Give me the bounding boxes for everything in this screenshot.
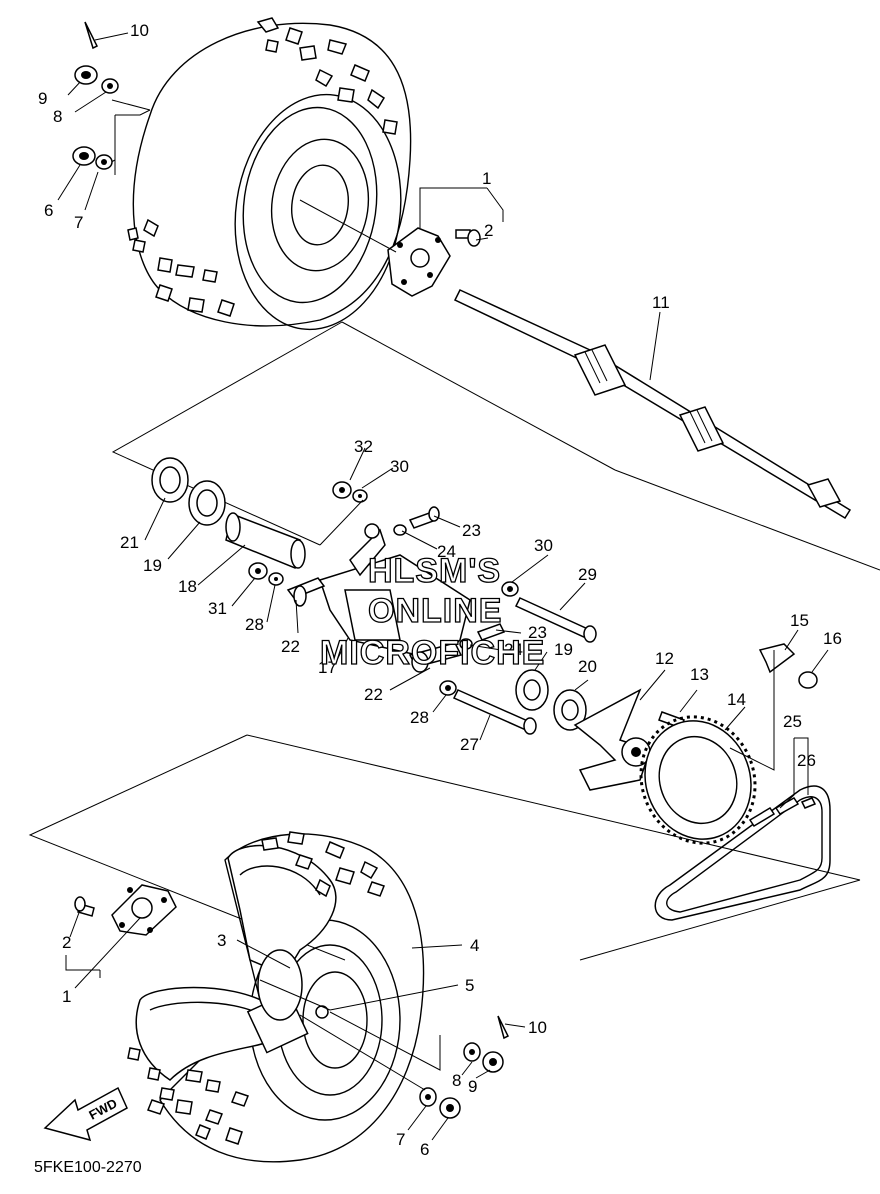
rear-axle [453,289,852,520]
lower-leader-lines [65,909,526,1141]
callout-32: 32 [354,437,373,456]
lower-wheel [127,831,425,1163]
collar [225,512,306,570]
callout-1: 1 [482,169,491,188]
callout-22: 22 [281,637,300,656]
callout-18: 18 [178,577,197,596]
watermark-line-2: ONLINE [368,592,502,630]
callout-30: 30 [390,457,409,476]
callout-17: 17 [318,658,337,677]
callout-7: 7 [74,213,83,232]
drive-chain [654,785,831,921]
callout-12: 12 [655,649,674,668]
caliper-bracket [286,523,471,673]
callout-22b: 22 [364,685,383,704]
callout-2: 2 [484,221,493,240]
callout-8b: 8 [452,1071,461,1090]
callout-4: 4 [470,936,479,955]
callout-25: 25 [783,712,802,731]
rear-sprocket [639,715,757,845]
watermark-line-1: HLSM'S [368,552,501,590]
callout-14: 14 [727,690,746,709]
callout-24: 24 [437,542,456,561]
callout-29: 29 [578,565,597,584]
callout-31: 31 [208,599,227,618]
callout-1b: 1 [62,987,71,1006]
callout-5: 5 [465,976,474,995]
callout-28b: 28 [410,708,429,727]
callout-27: 27 [460,735,479,754]
callout-19b: 19 [554,640,573,659]
callout-30b: 30 [534,536,553,555]
middle-leader-lines [144,447,829,809]
diagram-code: 5FKE100-2270 [34,1159,142,1176]
callout-19: 19 [143,556,162,575]
callout-21: 21 [120,533,139,552]
callout-13: 13 [690,665,709,684]
middle-hardware [248,481,597,735]
bearings-left [151,457,226,526]
upper-wheel [127,17,412,331]
callout-15: 15 [790,611,809,630]
callout-20: 20 [578,657,597,676]
callout-23: 23 [462,521,481,540]
watermark: HLSM'S ONLINE MICROFICHE [319,551,545,672]
callout-24b: 24 [504,640,523,659]
upper-hardware [72,65,119,170]
middle-frame [111,321,880,571]
callout-9b: 9 [468,1077,477,1096]
callout-6b: 6 [420,1140,429,1159]
watermark-line-3: MICROFICHE [320,634,545,672]
callout-6: 6 [44,201,53,220]
callout-2b: 2 [62,933,71,952]
callout-9: 9 [38,89,47,108]
callout-8: 8 [53,107,62,126]
callout-10: 10 [130,21,149,40]
lower-hub [74,884,177,936]
forward-arrow: FWD [43,1086,128,1142]
lower-hardware [315,1005,510,1119]
callout-26: 26 [797,751,816,770]
callout-23b: 23 [528,623,547,642]
callout-10b: 10 [528,1018,547,1037]
callout-16: 16 [823,629,842,648]
chain-guide-bracket [758,643,796,674]
sprocket-hub [573,688,651,791]
callout-28: 28 [245,615,264,634]
callout-3: 3 [217,931,226,950]
callout-7b: 7 [396,1130,405,1149]
callout-labels: 10 9 8 6 7 1 2 11 32 30 23 24 21 19 18 3… [38,21,842,1159]
nut [798,671,818,689]
upper-hub [387,227,481,297]
callout-11: 11 [652,293,670,312]
